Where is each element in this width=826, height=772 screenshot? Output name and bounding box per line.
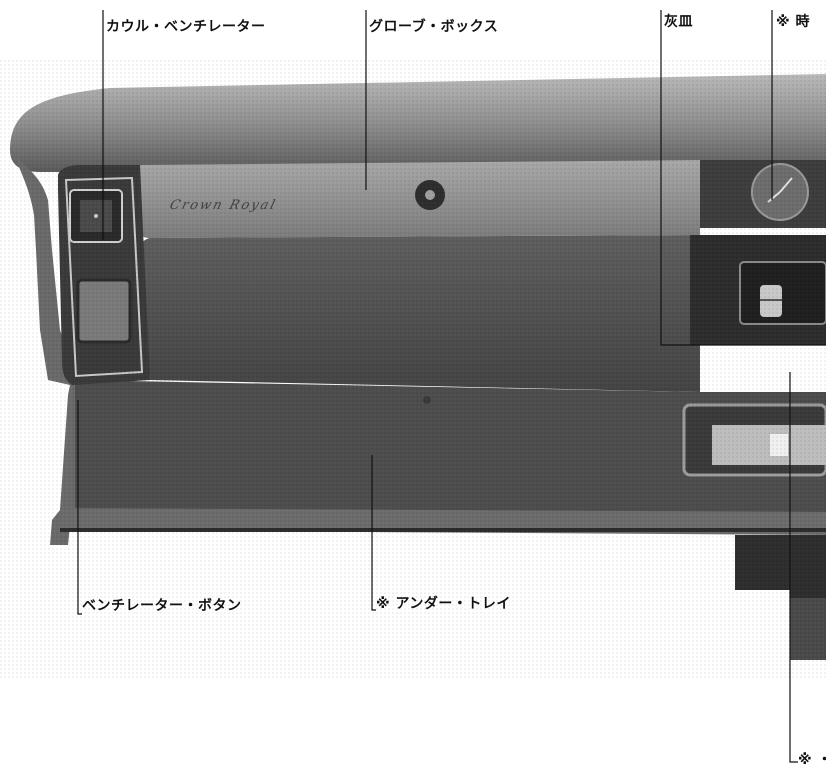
label-clock: ※ 時 [776,14,810,30]
print-grain [0,60,826,680]
leader-lines [77,10,826,763]
leader-bottom-right [789,372,798,763]
label-ashtray: 灰皿 [664,14,693,30]
leader-ventilator-button [77,400,82,615]
leader-ashtray [660,10,826,346]
label-under-tray: ※ アンダー・トレイ [376,596,511,612]
label-ventilator-button: ベンチレーター・ボタン [82,598,242,614]
label-cowl-ventilator: カウル・ベンチレーター [106,19,266,35]
label-glove-box: グローブ・ボックス [369,19,499,35]
leader-under-tray [371,455,376,611]
glove-box-emblem: Crown Royal [167,198,279,213]
label-bottom-right: ※ ・ [798,752,826,768]
